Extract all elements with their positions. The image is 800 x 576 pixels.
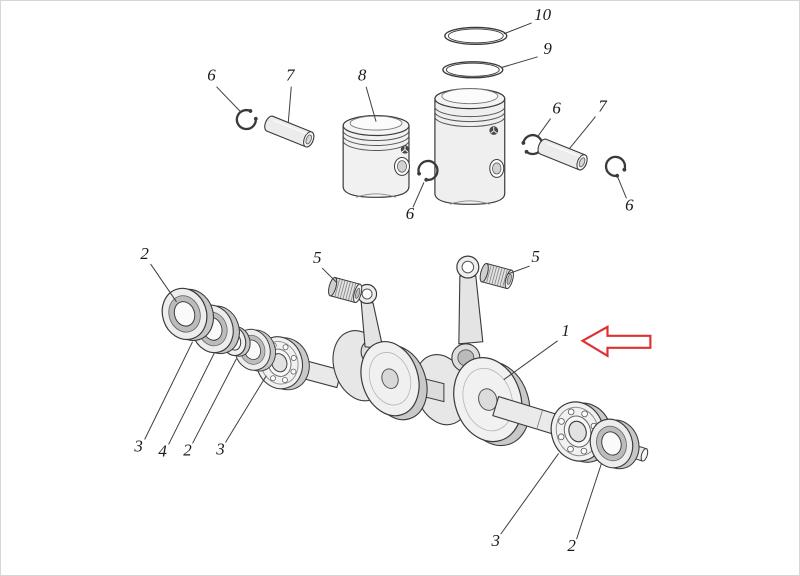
leader-7-left <box>287 86 292 123</box>
callout-oil-seal-right: 2 <box>567 536 576 555</box>
callout-oil-seal-left-outer: 2 <box>140 244 149 263</box>
leader-8 <box>365 86 377 122</box>
leader-6b <box>537 118 552 137</box>
callout-piston: 8 <box>358 66 367 85</box>
needle-bearing-left <box>326 276 364 304</box>
callout-crankshaft: 1 <box>561 321 569 340</box>
callout-main-bearing-left: 3 <box>215 439 224 458</box>
leader-2b <box>192 358 237 444</box>
callout-needle-bearing-right: 5 <box>531 247 539 266</box>
needle-bearing-right <box>478 262 516 290</box>
callout-circlip-far-right: 6 <box>625 195 634 214</box>
piston-logo-mark <box>400 145 410 154</box>
leader-5-left <box>321 267 338 284</box>
circlip-top-left <box>232 105 261 134</box>
red-arrow-icon <box>580 324 652 358</box>
piston-ring-second <box>442 61 504 79</box>
callout-needle-bearing-left: 5 <box>313 248 321 267</box>
leader-2a <box>150 263 177 303</box>
callout-circlip-top-left: 6 <box>207 66 216 85</box>
callout-main-bearing-right: 3 <box>491 531 500 550</box>
leader-6c <box>616 176 627 199</box>
crank-web-left-front <box>360 341 428 421</box>
leader-3a <box>144 341 193 440</box>
leader-3c <box>500 453 560 535</box>
piston-right <box>434 88 506 205</box>
leader-6a <box>216 86 242 113</box>
callout-piston-pin-left: 7 <box>286 66 296 85</box>
crankshaft <box>332 255 531 447</box>
leader-1 <box>503 340 558 381</box>
leader-9 <box>500 56 538 69</box>
leader-7-right <box>569 116 596 149</box>
piston-pin-left <box>262 113 317 150</box>
callout-oil-seal-left-inner: 2 <box>183 440 192 459</box>
piston-left <box>342 115 410 198</box>
callout-circlip-mid-right: 6 <box>552 99 561 118</box>
callout-spacer-sleeve: 4 <box>158 441 167 460</box>
leader-3b <box>225 375 267 443</box>
leader-4 <box>168 352 215 445</box>
callout-labels: 10 9 6 7 8 6 7 6 6 2 5 5 1 3 4 2 3 3 2 <box>133 5 634 555</box>
leader-lines <box>144 22 627 540</box>
callout-piston-ring-top: 10 <box>534 5 551 24</box>
callout-piston-ring-second: 9 <box>543 39 552 58</box>
callout-piston-pin-right: 7 <box>598 97 608 116</box>
piston-logo-mark <box>489 126 499 135</box>
piston-ring-top <box>444 26 508 46</box>
piston-pin-right <box>535 136 590 173</box>
callout-circlip-below-left-piston: 6 <box>406 204 415 223</box>
leader-2c <box>576 463 602 540</box>
leader-5-right <box>507 265 530 275</box>
connecting-rod-right <box>451 255 484 373</box>
callout-main-bearing-left-outer: 3 <box>133 436 142 455</box>
leader-6d <box>412 182 425 208</box>
circlip-far-right <box>601 152 630 182</box>
leader-10 <box>503 22 532 35</box>
